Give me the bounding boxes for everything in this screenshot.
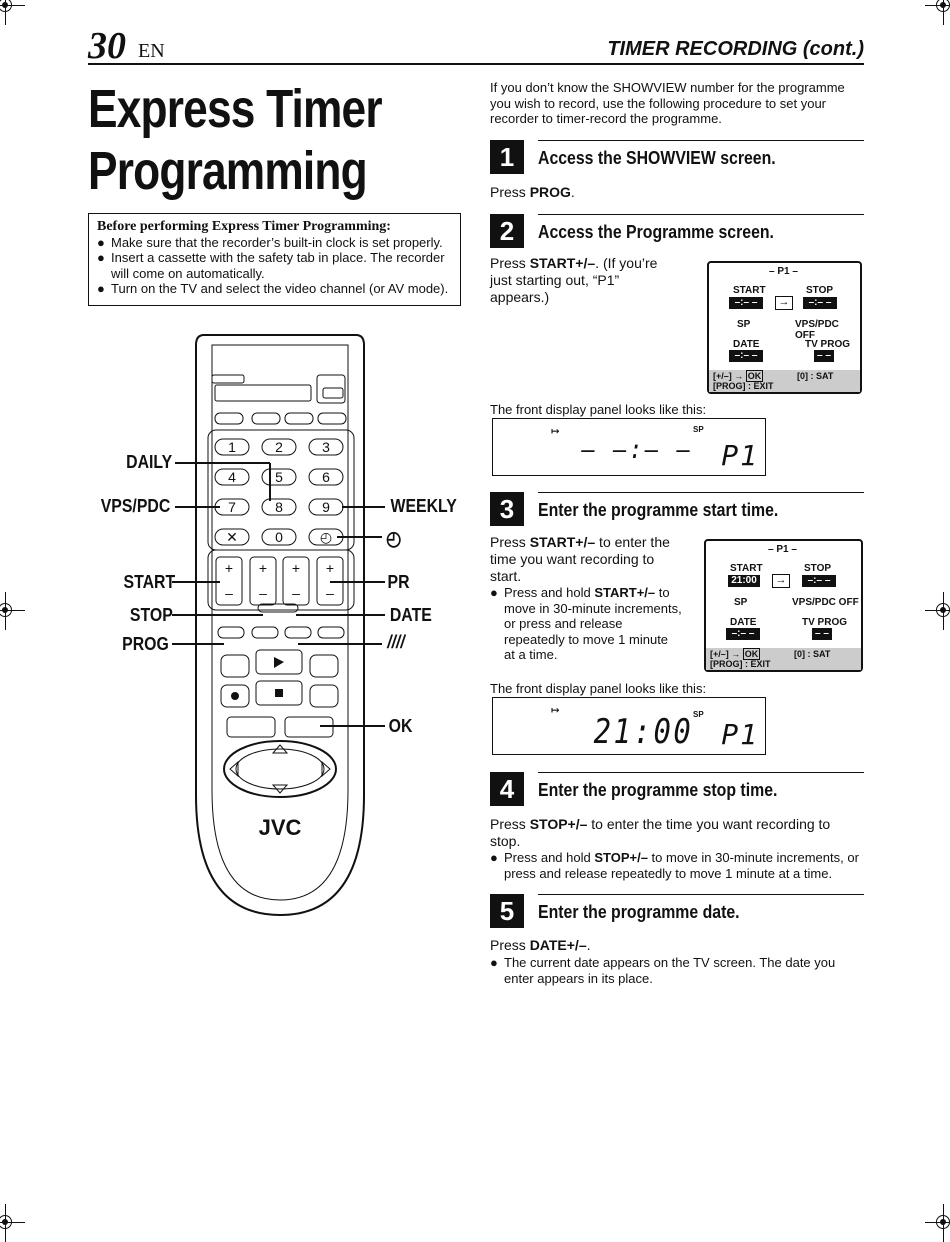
- svg-text:+: +: [326, 560, 334, 576]
- key-2: 2: [275, 439, 283, 455]
- step-number: 4: [490, 772, 524, 806]
- callout-weekly: WEEKLY: [390, 496, 457, 516]
- step-body: Press STOP+/– to enter the time you want…: [490, 816, 831, 849]
- key-9: 9: [322, 499, 330, 515]
- step-body: Press START+/– to enter the time you wan…: [490, 534, 670, 584]
- step-title: Enter the programme stop time.: [538, 780, 778, 800]
- step-bullet: ●Press and hold START+/– to move in 30-m…: [490, 585, 682, 662]
- title-line-1: Express Timer: [88, 79, 383, 139]
- callout-start: START: [123, 572, 176, 592]
- step-rule: [538, 214, 864, 215]
- svg-text:–: –: [326, 585, 334, 601]
- key-8: 8: [275, 499, 283, 515]
- clock-icon: ◴: [386, 528, 402, 550]
- remote-control-illustration: 1 2 3 4 5 6 7 8 9 ✕ 0 ◴ + – + – + – + – JVC: [172, 334, 385, 917]
- front-display-caption: The front display panel looks like this:: [490, 402, 707, 417]
- key-timer: ◴: [320, 529, 332, 545]
- step-number: 1: [490, 140, 524, 174]
- callout-ok: OK: [388, 716, 413, 736]
- step-title: Access the Programme screen.: [538, 222, 774, 242]
- registration-mark: [0, 592, 25, 630]
- before-box-title: Before performing Express Timer Programm…: [97, 219, 391, 234]
- step-body: Press START+/–. (If you’re just starting…: [490, 255, 658, 305]
- front-display-start: ↦ SP 21:00 P1: [492, 697, 766, 755]
- section-title: TIMER RECORDING (cont.): [607, 38, 864, 60]
- page-number: 30: [88, 25, 126, 67]
- callout-prog: PROG: [122, 634, 169, 654]
- key-5: 5: [275, 469, 283, 485]
- step-number: 2: [490, 214, 524, 248]
- step-number: 5: [490, 894, 524, 928]
- tv-screen-start-set: – P1 – START 21:00 → STOP –:– – SP VPS/P…: [704, 539, 863, 672]
- front-display-caption: The front display panel looks like this:: [490, 681, 707, 696]
- callout-slashes: ////: [387, 632, 405, 652]
- registration-mark: [0, 1204, 25, 1242]
- step-rule: [538, 894, 864, 895]
- list-item: ●Make sure that the recorder’s built-in …: [97, 234, 443, 250]
- key-4: 4: [228, 469, 236, 485]
- svg-text:–: –: [292, 585, 300, 601]
- registration-mark: [0, 0, 25, 25]
- page-language: EN: [138, 40, 165, 62]
- step-title: Access the SHOWVIEW screen.: [538, 148, 776, 168]
- svg-text:–: –: [259, 585, 267, 601]
- key-7: 7: [228, 499, 236, 515]
- step-bullet: ●The current date appears on the TV scre…: [490, 955, 836, 986]
- registration-mark: [925, 592, 950, 630]
- step-body: Press DATE+/–.: [490, 937, 591, 953]
- step-number: 3: [490, 492, 524, 526]
- before-box: Before performing Express Timer Programm…: [88, 213, 461, 306]
- key-6: 6: [322, 469, 330, 485]
- step-bullet: ●Press and hold STOP+/– to move in 30-mi…: [490, 850, 859, 881]
- title-line-2: Programming: [88, 141, 368, 201]
- page-title: Express Timer Programming: [88, 78, 465, 202]
- step-title: Enter the programme date.: [538, 902, 740, 922]
- step-rule: [538, 140, 864, 141]
- key-1: 1: [228, 439, 236, 455]
- list-item: ●Turn on the TV and select the video cha…: [97, 281, 449, 296]
- key-0: 0: [275, 529, 283, 545]
- front-display-blank: ↦ SP – –:– – P1: [492, 418, 766, 476]
- callout-date: DATE: [389, 605, 432, 625]
- key-cancel: ✕: [226, 529, 238, 545]
- svg-text:–: –: [225, 585, 233, 601]
- callout-vps-pdc: VPS/PDC: [100, 496, 171, 516]
- list-item: ●Insert a cassette with the safety tab i…: [97, 250, 445, 281]
- step-title: Enter the programme start time.: [538, 500, 779, 520]
- intro-text: If you don’t know the SHOWVIEW number fo…: [490, 80, 845, 126]
- step-body: Press PROG.: [490, 184, 575, 200]
- step-rule: [538, 492, 864, 493]
- header-rule: [88, 63, 864, 65]
- callout-pr: PR: [387, 572, 410, 592]
- callout-daily: DAILY: [126, 452, 173, 472]
- svg-text:+: +: [292, 560, 300, 576]
- callout-stop: STOP: [129, 605, 173, 625]
- svg-text:+: +: [225, 560, 233, 576]
- key-3: 3: [322, 439, 330, 455]
- tv-screen-program: – P1 – START –:– – → STOP –:– – SP VPS/P…: [707, 261, 862, 394]
- step-rule: [538, 772, 864, 773]
- registration-mark: [925, 0, 950, 25]
- remote-brand: JVC: [259, 815, 302, 840]
- registration-mark: [925, 1204, 950, 1242]
- svg-text:+: +: [259, 560, 267, 576]
